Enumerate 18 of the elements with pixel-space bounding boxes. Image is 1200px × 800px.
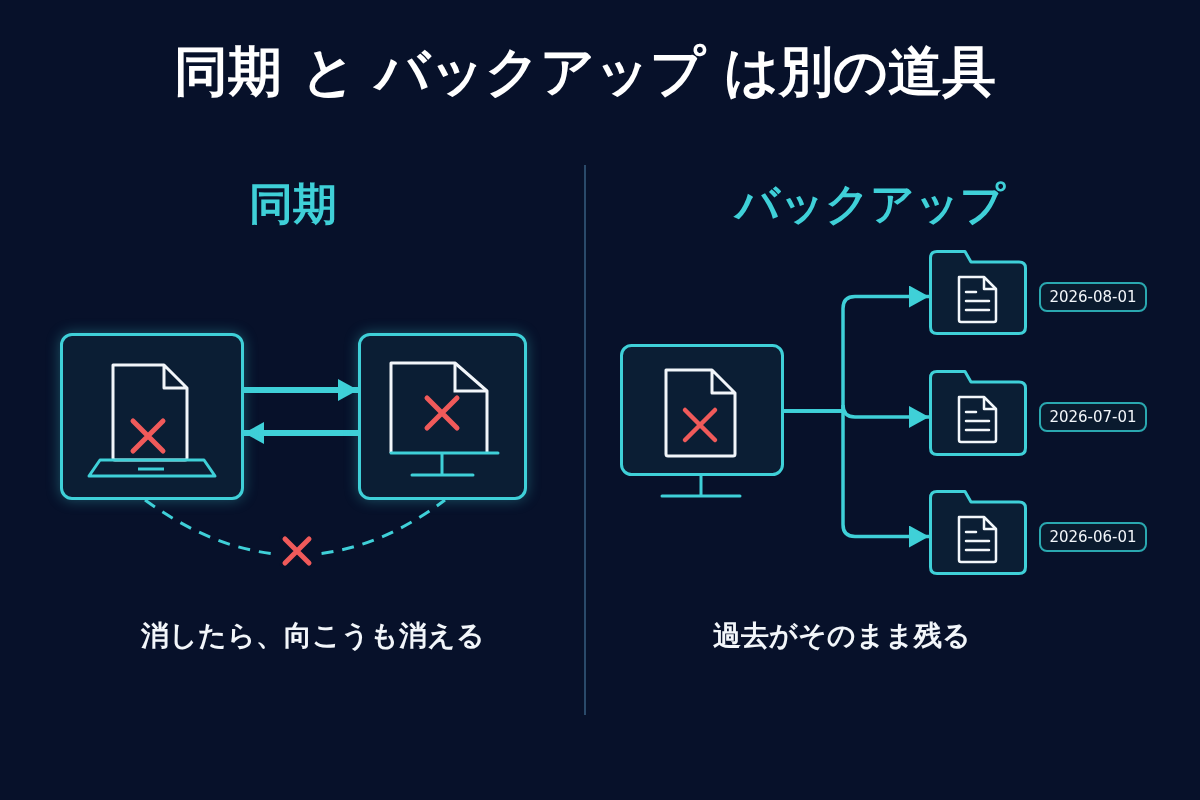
desktop-box	[358, 333, 527, 500]
monitor-icon	[620, 344, 784, 498]
date-badge: 2026-08-01	[1039, 281, 1147, 312]
folder-icon	[929, 370, 1027, 456]
arrow	[244, 379, 358, 401]
section-heading: バックアップ	[732, 177, 1007, 231]
dashed-connector	[144, 498, 446, 557]
date-badge: 2026-06-01	[1039, 521, 1147, 552]
caption: 消したら、向こうも消える	[140, 618, 486, 654]
title: 同期 と バックアップ は別の道具	[173, 39, 997, 105]
date-badge: 2026-07-01	[1039, 402, 1147, 432]
arrow	[784, 409, 929, 548]
laptop-box	[60, 333, 244, 500]
folder-icon	[929, 490, 1027, 575]
folder-icon	[929, 250, 1027, 335]
section-heading: 同期	[248, 177, 338, 231]
caption: 過去がそのまま残る	[712, 618, 972, 654]
arrow	[244, 422, 358, 444]
